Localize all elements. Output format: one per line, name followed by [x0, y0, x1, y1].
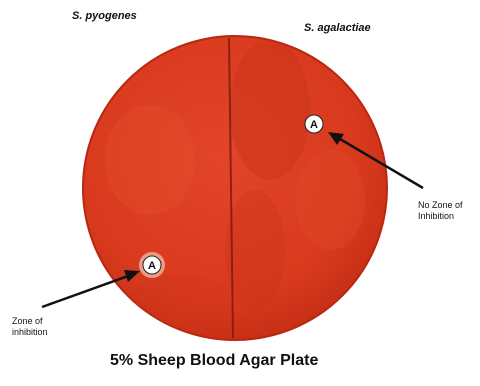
- figure-caption: 5% Sheep Blood Agar Plate: [110, 352, 318, 370]
- annotation-no-zone: No Zone of Inhibition: [418, 200, 478, 222]
- organism-label-left: S. pyogenes: [72, 10, 137, 22]
- disk-left-label: A: [148, 260, 156, 272]
- annotation-zone: Zone of inhibition: [12, 316, 72, 338]
- antibiotic-disk-left: A: [139, 252, 165, 278]
- antibiotic-disk-right: A: [305, 115, 323, 133]
- organism-label-right: S. agalactiae: [304, 22, 371, 34]
- disk-right-label: A: [310, 119, 318, 131]
